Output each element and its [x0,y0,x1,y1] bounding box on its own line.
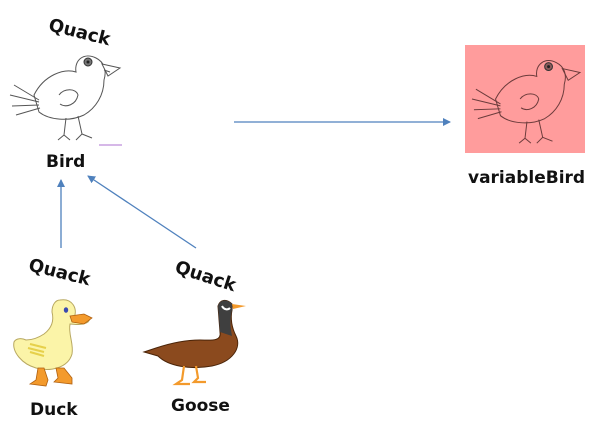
bird-outline-icon [9,55,122,146]
goose-label: Goose [171,396,230,416]
bird-label: Bird [46,152,86,172]
goose-icon [142,299,246,386]
duck-icon [13,299,93,387]
duck-label: Duck [30,400,78,420]
bird-outline-icon [471,60,582,144]
arrow-goose-to-bird [87,175,197,249]
variablebird-label: variableBird [468,168,586,188]
